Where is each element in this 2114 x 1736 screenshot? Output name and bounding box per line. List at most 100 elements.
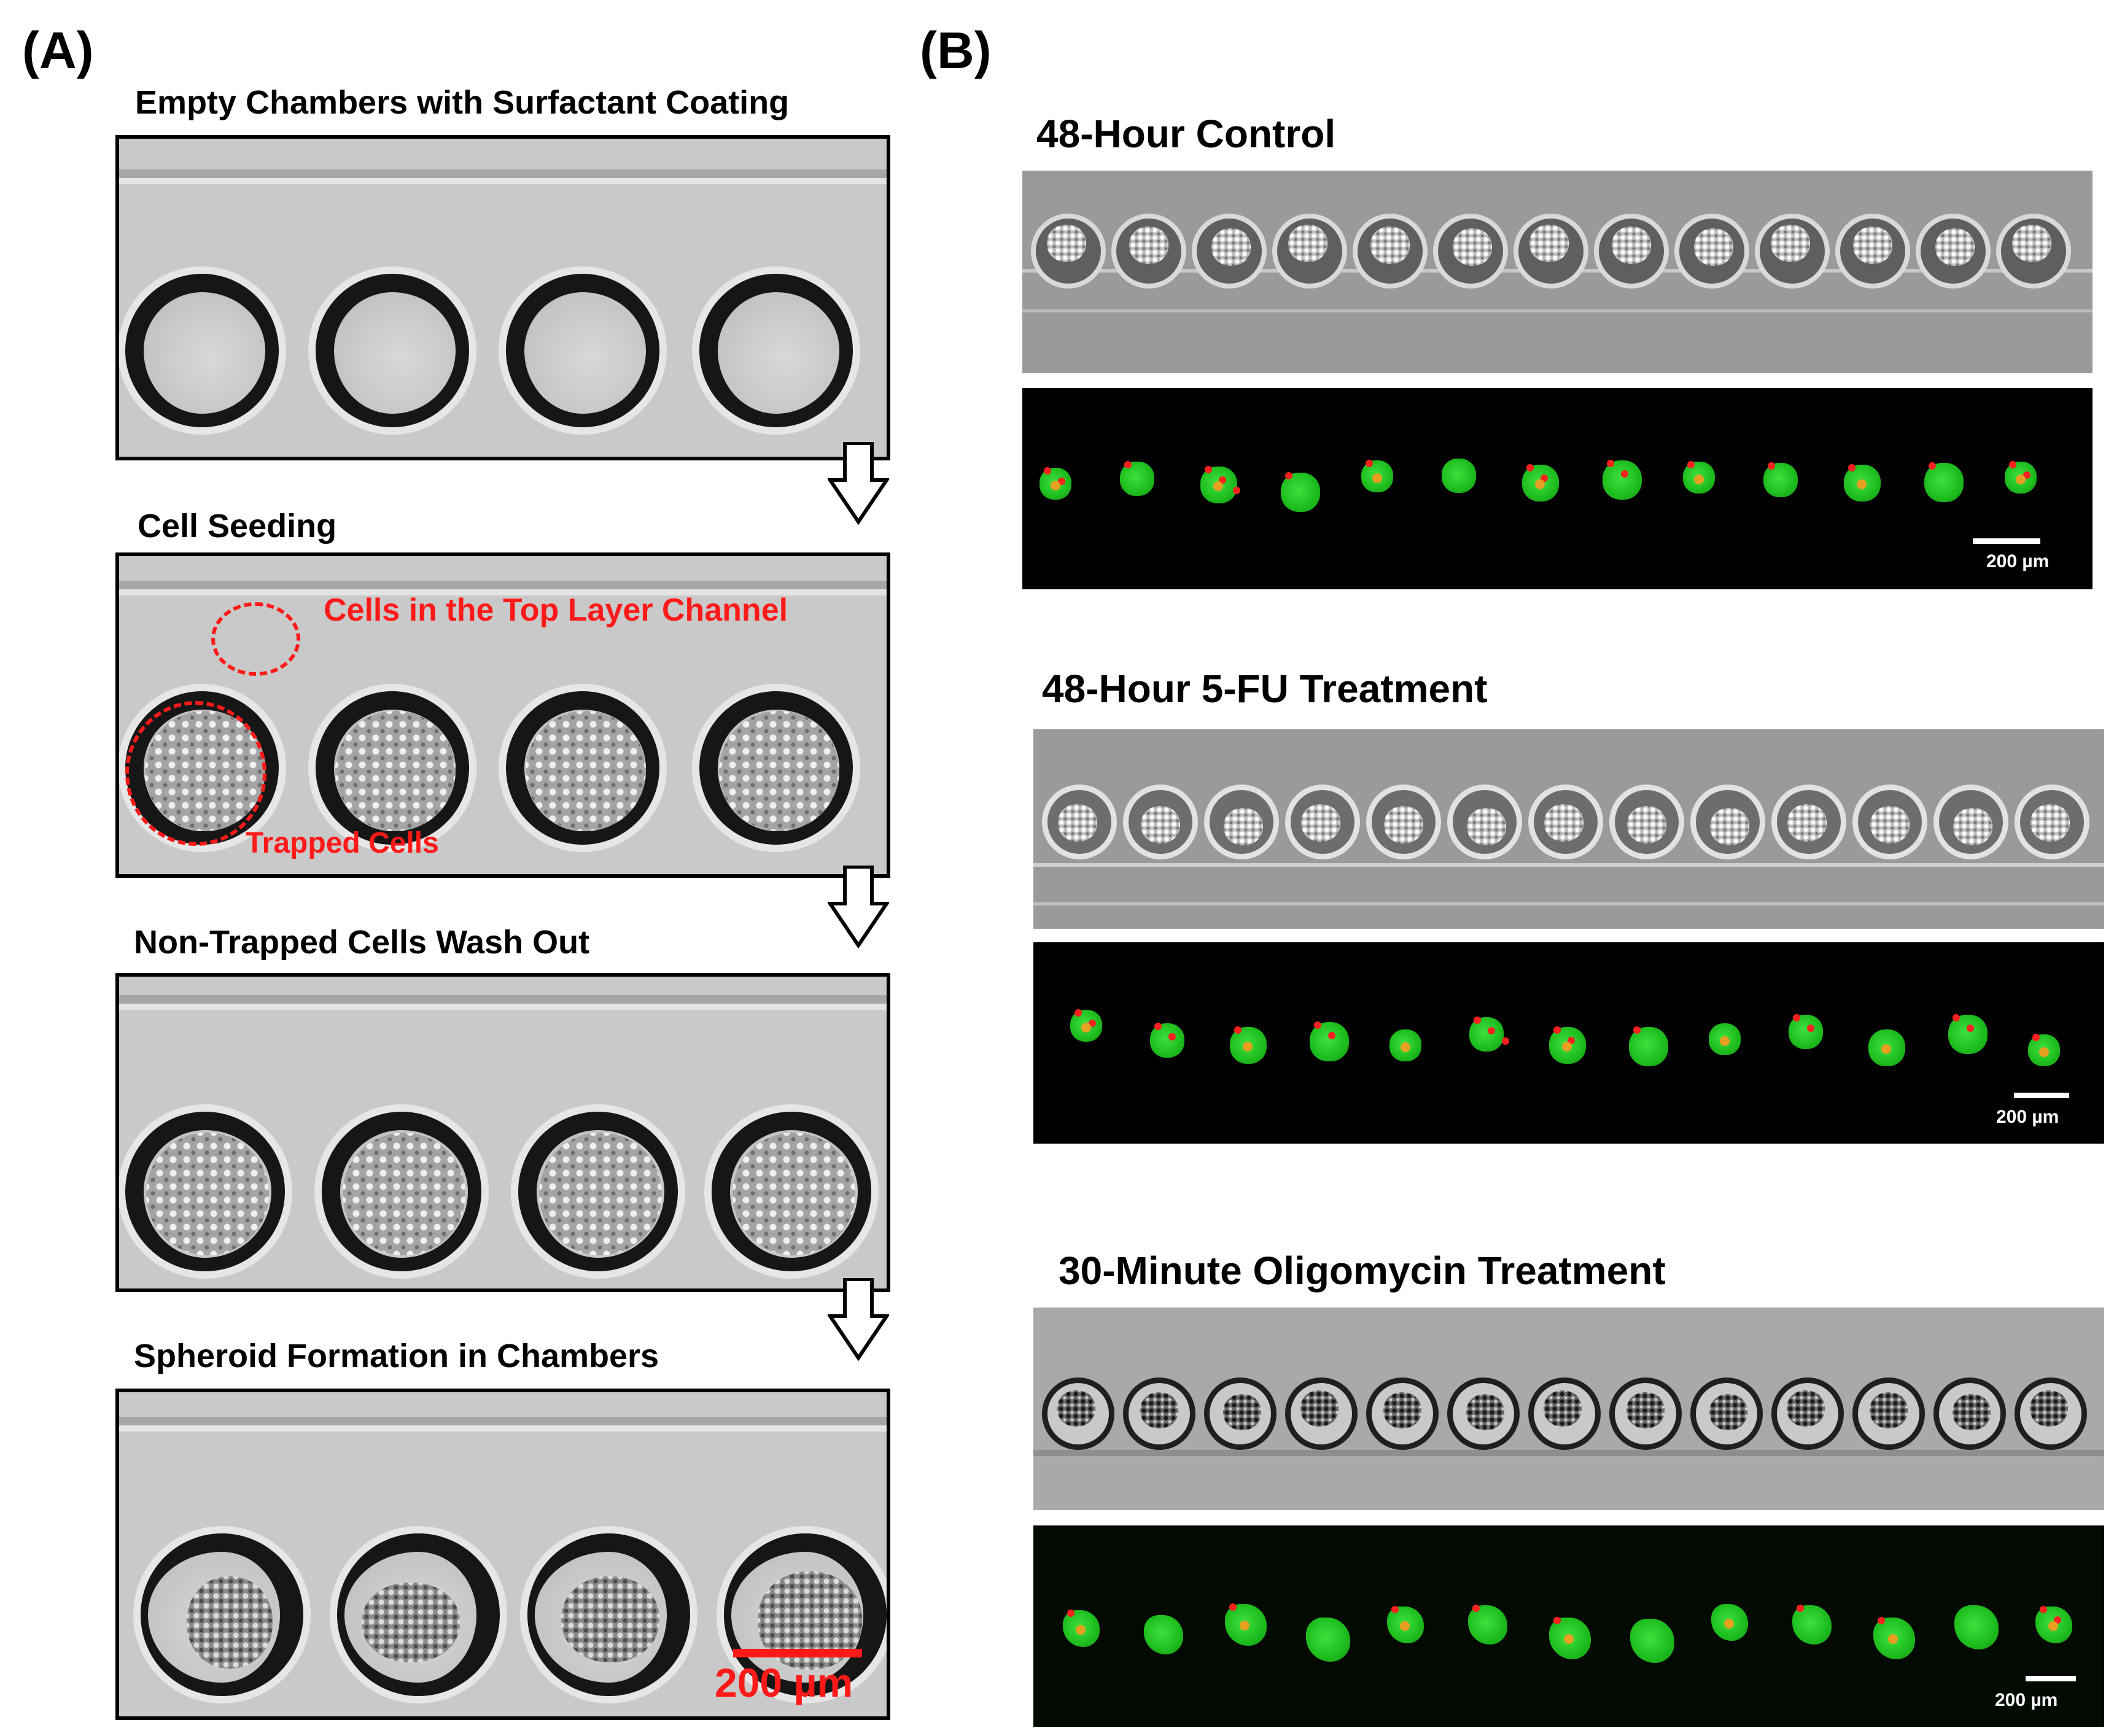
overlap-signal: [1881, 1044, 1891, 1054]
dead-cell: [1807, 1025, 1814, 1032]
oligomycin-phase-image: [1033, 1308, 2104, 1510]
spheroid: [1626, 1392, 1665, 1428]
spheroid: [1383, 1392, 1421, 1428]
scale-bar-line: [733, 1649, 862, 1657]
channel-line: [1022, 309, 2093, 312]
top-layer-highlight: [211, 602, 300, 676]
trapped-cells: [719, 711, 839, 831]
spheroid: [1853, 227, 1892, 264]
dead-cell: [1848, 464, 1856, 471]
step-4-image: 200 µm: [115, 1389, 890, 1720]
overlap-signal: [1400, 1621, 1410, 1631]
panel-a-label: (A): [22, 21, 94, 79]
spheroid: [362, 1583, 460, 1662]
chamber-ring: [1852, 1378, 1925, 1450]
dead-cell: [1526, 464, 1534, 471]
step-2-title: Cell Seeding: [138, 508, 337, 544]
dead-cell: [1229, 1603, 1237, 1611]
overlap-signal: [2016, 474, 2026, 484]
dead-cell: [1328, 1032, 1335, 1039]
spheroid: [1694, 228, 1733, 266]
dead-cell: [1472, 1605, 1480, 1612]
dead-cell: [1687, 461, 1695, 468]
spheroid: [1710, 808, 1749, 845]
trapped-cells: [526, 711, 646, 831]
overlap-signal: [1081, 1022, 1092, 1033]
overlap-signal: [1243, 1042, 1253, 1052]
panel-b-label: (B): [920, 21, 992, 79]
overlap-signal: [1401, 1042, 1411, 1052]
scale-bar-line: [2026, 1676, 2076, 1681]
condition-1-title: 48-Hour Control: [1036, 112, 1336, 156]
dead-cell: [1621, 470, 1628, 478]
overlap-signal: [1694, 474, 1704, 484]
spheroid: [1953, 808, 1992, 845]
chamber-ring: [1609, 1378, 1682, 1450]
spheroid: [1223, 1394, 1261, 1430]
dead-cell: [1314, 1021, 1321, 1029]
channel-line: [1033, 902, 2104, 905]
overlap-signal: [1213, 481, 1223, 491]
dead-cell: [1929, 462, 1936, 470]
channel-edge: [119, 1004, 887, 1010]
empty-chamber: [506, 274, 659, 427]
channel-line: [1033, 863, 2104, 867]
empty-chamber: [699, 274, 853, 427]
scale-bar-label: 200 µm: [1986, 551, 2050, 572]
spheroid: [1288, 225, 1327, 262]
spheroid: [1300, 1390, 1339, 1427]
live-spheroid: [1954, 1605, 1999, 1649]
dead-cell: [1793, 1014, 1800, 1021]
dead-cell: [1878, 1617, 1885, 1624]
scale-bar-label: 200 µm: [1996, 1107, 2059, 1127]
dead-cell: [2040, 1606, 2047, 1613]
dead-cell: [1553, 1026, 1561, 1034]
spheroid: [2030, 1390, 2068, 1427]
dead-cell: [1154, 1023, 1162, 1030]
overlap-signal: [1372, 473, 1383, 483]
dead-cell: [1502, 1037, 1509, 1045]
spheroid: [1467, 808, 1506, 845]
step-4-title: Spheroid Formation in Chambers: [134, 1338, 659, 1374]
fu-phase-image: [1033, 729, 2104, 929]
spheroid: [1627, 806, 1666, 843]
dead-cell: [1285, 472, 1292, 479]
spheroid: [1224, 808, 1263, 845]
step-3-image: [115, 973, 890, 1292]
overlap-signal: [2039, 1047, 2050, 1057]
step-1-title: Empty Chambers with Surfactant Coating: [135, 84, 790, 121]
control-fluorescence-image: 200 µm: [1022, 388, 2093, 589]
step-1-image: [115, 135, 890, 460]
channel-edge: [119, 589, 887, 595]
dead-cell: [1474, 1017, 1481, 1024]
spheroid: [1787, 1390, 1825, 1427]
overlap-signal: [1076, 1625, 1086, 1635]
chamber-ring: [1285, 785, 1360, 859]
down-arrow-icon: [828, 442, 889, 525]
step-2-image: Cells in the Top Layer Channel Trapped C…: [115, 552, 890, 878]
spheroid: [1529, 225, 1569, 262]
dead-cell: [1044, 467, 1051, 475]
dead-cell: [2009, 461, 2016, 468]
spheroid: [1870, 1392, 1908, 1428]
overlap-signal: [1562, 1042, 1572, 1052]
chamber-ring: [1771, 785, 1846, 859]
spheroid: [1141, 806, 1180, 843]
spheroid: [1057, 1390, 1095, 1427]
trapped-cells-highlight: [125, 701, 266, 846]
spheroid: [1709, 1394, 1747, 1430]
fu-fluorescence-image: 200 µm: [1033, 942, 2104, 1144]
spheroid: [2012, 225, 2051, 262]
overlap-signal: [1239, 1621, 1249, 1631]
trapped-cells: [343, 1133, 465, 1255]
dead-cell: [1768, 462, 1775, 470]
live-spheroid: [1442, 459, 1476, 493]
dead-cell: [1633, 1026, 1641, 1034]
dead-cell: [1074, 1009, 1082, 1017]
spheroid: [1129, 227, 1168, 264]
down-arrow-icon: [828, 866, 889, 948]
trapped-cells-annotation: Trapped Cells: [246, 827, 439, 859]
spheroid: [1953, 1394, 1991, 1430]
spheroid: [1466, 1394, 1504, 1430]
live-spheroid: [1306, 1618, 1350, 1662]
